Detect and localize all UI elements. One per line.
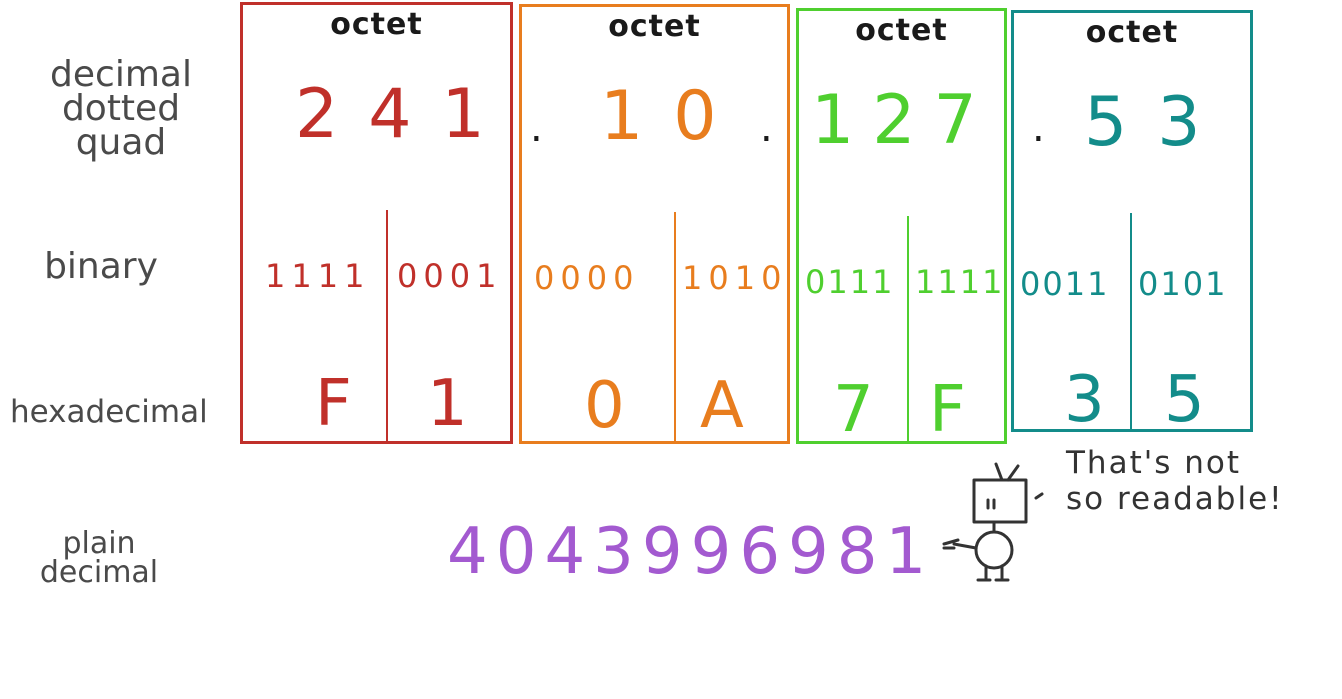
hex-high-digit: 7 [833,373,874,447]
nibble-divider [1130,213,1132,429]
hex-low-digit: A [700,369,744,443]
binary-low-nibble: 0001 [397,257,503,295]
label-hexadecimal: hexadecimal [10,394,208,430]
binary-high-nibble: 1111 [265,257,371,295]
octet-box-1: octet 241 1111 0001 F 1 [240,2,513,444]
plain-decimal-value: 4043996981 [447,515,935,589]
binary-low-nibble: 0101 [1138,265,1228,303]
octet-box-2: octet 10 0000 1010 0 A [519,4,790,444]
dot-separator-2: . [760,105,773,151]
binary-low-nibble: 1111 [915,263,1005,301]
dot-separator-1: . [530,105,543,151]
nibble-divider [386,210,388,441]
binary-high-nibble: 0011 [1020,265,1110,303]
hex-low-digit: 1 [427,367,468,441]
hex-high-digit: F [315,367,352,441]
octet-header: octet [1085,15,1179,50]
octet-decimal-value: 127 [811,81,995,160]
robot-icon [942,462,1044,582]
label-plain-decimal: plain decimal [39,526,159,590]
binary-high-nibble: 0000 [534,259,640,297]
octet-decimal-value: 53 [1084,83,1231,162]
binary-low-nibble: 1010 [682,259,788,297]
octet-box-3: octet 127 0111 1111 7 F [796,8,1007,447]
octet-decimal-value: 241 [295,75,515,154]
nibble-divider [674,212,676,441]
hex-low-digit: F [929,373,966,447]
label-binary: binary [44,246,158,287]
label-decimal-dotted-quad: decimal dotted quad [50,54,192,164]
octet-header: octet [855,13,948,48]
hex-high-digit: 3 [1064,363,1105,437]
octet-box-4: octet 53 0011 0101 3 5 [1011,10,1253,437]
dot-separator-3: . [1032,105,1045,151]
octet-header: octet [330,7,423,42]
octet-header: octet [608,9,701,44]
hex-high-digit: 0 [584,369,625,443]
octet-decimal-value: 10 [600,77,747,156]
nibble-divider [907,216,909,441]
speech-bubble-text: That's not so readable! [1066,445,1284,517]
binary-high-nibble: 0111 [805,263,895,301]
hex-low-digit: 5 [1164,363,1205,437]
